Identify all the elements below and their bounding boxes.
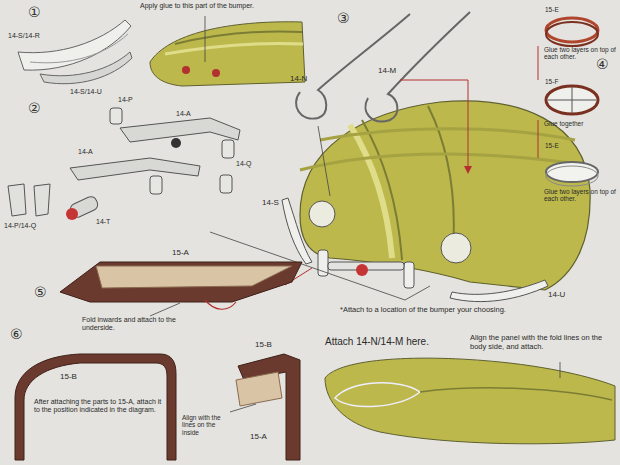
ring-part — [546, 22, 598, 46]
step-number: ① — [28, 4, 41, 20]
frame-surface — [236, 372, 282, 406]
leader-line — [318, 126, 330, 196]
part-number: 14-S — [262, 198, 279, 207]
bumper-part — [318, 250, 328, 276]
leader-line — [538, 46, 539, 80]
arrowhead — [464, 166, 472, 174]
tab-part — [220, 175, 232, 193]
step-number: ② — [28, 100, 41, 116]
step-number: ④ — [596, 56, 609, 72]
frame-part — [120, 118, 240, 142]
instruction-note: Glue two layers on top of each other. — [544, 188, 616, 203]
instruction-note: After attaching the parts to 15-A, attac… — [34, 398, 162, 414]
body-stripe — [320, 129, 575, 140]
body-stripe — [300, 154, 585, 170]
part-number: 14-P — [118, 96, 133, 104]
part-number: 15-F — [545, 78, 558, 85]
instruction-note: Glue together — [544, 120, 616, 127]
instruction-note: Glue two layers on top of each other. — [544, 46, 616, 61]
glue-dot — [182, 66, 190, 74]
part-number: 14-N — [290, 74, 307, 83]
visor-surface — [96, 266, 292, 288]
bumper-part — [404, 262, 414, 288]
body-stripe — [362, 120, 402, 260]
leader-line — [205, 16, 206, 62]
part-number: 14-T — [96, 218, 110, 226]
instruction-note: Apply glue to this part of the bumper. — [140, 2, 260, 10]
trim-part — [365, 12, 470, 121]
part-number: 15-B — [60, 372, 77, 381]
instruction-note: Attach 14-N/14-M here. — [325, 336, 429, 348]
fold-line — [420, 388, 612, 400]
wheel-part — [546, 86, 598, 114]
headlight — [441, 233, 471, 263]
part-number: 15-E — [545, 6, 559, 13]
glue-dot — [212, 69, 220, 77]
part-number: 14-Q — [236, 160, 252, 168]
spoke — [572, 87, 573, 113]
part-number: 15-A — [250, 432, 267, 441]
instruction-note: Align the panel with the fold lines on t… — [470, 334, 612, 351]
part-number: 14-U — [548, 290, 565, 299]
ring-part — [546, 162, 598, 182]
body-corner — [150, 22, 305, 86]
body-highlight — [165, 43, 303, 54]
step-number: ⑤ — [34, 284, 47, 300]
tab-part — [8, 184, 26, 216]
car-body — [300, 101, 590, 290]
leader-line — [150, 303, 180, 316]
leader-line — [400, 80, 468, 81]
instruction-note: Align with the lines on the inside — [182, 414, 230, 436]
step-number: ③ — [337, 10, 350, 26]
visor-part — [60, 262, 302, 302]
leader-line — [230, 404, 256, 412]
bumper-blade — [450, 280, 548, 302]
tab-part — [34, 184, 50, 216]
fold-line — [335, 383, 420, 407]
bumper-blade — [40, 52, 132, 84]
tab-part — [110, 108, 122, 124]
part-number: 14-S/14-R — [8, 32, 40, 40]
fold-arrow — [205, 300, 236, 309]
part-number: 14-M — [378, 66, 396, 75]
part-number: 14-A — [176, 110, 191, 118]
part-number: 15-B — [255, 340, 272, 349]
ring-part — [546, 166, 598, 186]
fold-line — [30, 34, 128, 63]
body-highlight — [350, 125, 392, 258]
trim-part — [296, 14, 410, 119]
tab-part — [150, 176, 162, 194]
bumper-end — [356, 264, 368, 276]
side-panel — [325, 358, 615, 444]
leader-line — [538, 120, 539, 158]
part-number: 15-E — [545, 142, 559, 149]
leader-line — [405, 286, 430, 300]
part-number: 14-P/14-Q — [4, 222, 36, 230]
instruction-note: Fold inwards and attach to the underside… — [82, 316, 182, 332]
part-number: 14-S/14-U — [70, 88, 102, 96]
instruction-note: *Attach to a location of the bumper your… — [340, 306, 580, 315]
tab-part — [222, 140, 234, 158]
part-number: 14-A — [78, 148, 93, 156]
frame-part — [70, 158, 200, 180]
leader-line — [560, 362, 561, 378]
headlight — [309, 201, 335, 227]
part-number: 15-A — [172, 248, 189, 257]
leader-line — [468, 80, 469, 170]
frame-part — [15, 354, 176, 460]
bumper-blade — [282, 198, 312, 264]
cylinder-end — [66, 208, 78, 220]
step-number: ⑥ — [10, 326, 23, 342]
pin — [171, 138, 181, 148]
